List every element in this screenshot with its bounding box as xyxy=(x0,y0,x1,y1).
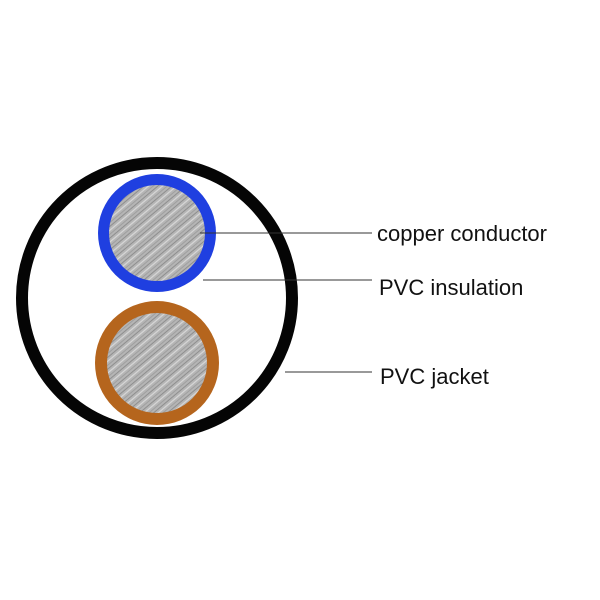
bottom-core-conductor xyxy=(107,313,207,413)
insulation-label: PVC insulation xyxy=(379,275,523,300)
conductor-label: copper conductor xyxy=(377,221,547,246)
outer-jacket xyxy=(16,157,298,439)
top-core-conductor xyxy=(109,185,205,281)
jacket-label: PVC jacket xyxy=(380,364,489,389)
